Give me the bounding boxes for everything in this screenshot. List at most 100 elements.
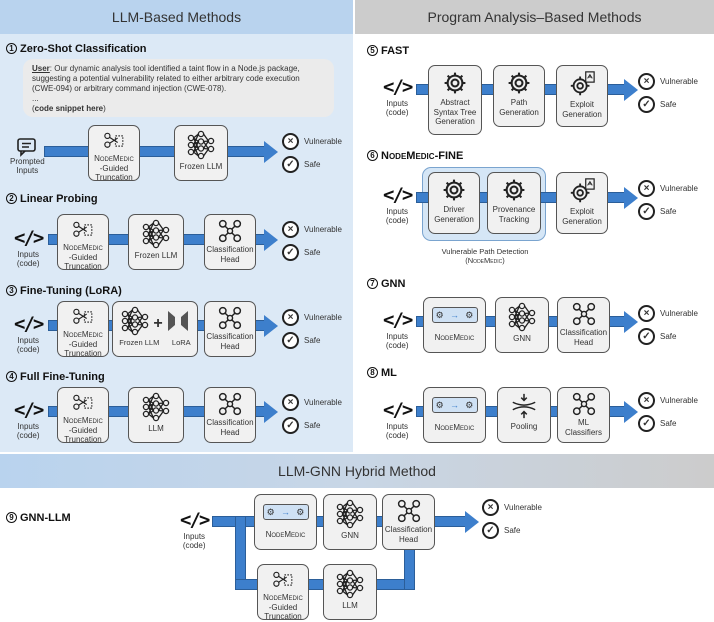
vulnerable-icon: ×: [638, 180, 655, 197]
safe-icon: ✓: [282, 244, 299, 261]
flow-arrowhead: [264, 229, 278, 251]
outputs-4: ×Vulnerable ✓Safe: [282, 394, 342, 434]
outputs-5: ×Vulnerable ✓Safe: [638, 73, 698, 113]
graph-head-icon: [397, 499, 421, 523]
flow-arrow: [44, 146, 266, 157]
code-inputs: </> Inputs(code): [14, 399, 44, 441]
safe-icon: ✓: [282, 332, 299, 349]
vulnerable-icon: ×: [282, 394, 299, 411]
safe-icon: ✓: [638, 203, 655, 220]
gear-icon: [441, 177, 467, 203]
code-inputs: </> Inputs(code): [383, 184, 413, 226]
neural-network-icon: [335, 499, 365, 529]
scissors-icon: [103, 130, 125, 152]
safe-icon: ✓: [282, 417, 299, 434]
nodemedic-flow-icon: ⚙→⚙: [262, 504, 309, 521]
gnn-box: GNN: [323, 494, 377, 550]
code-icon: </>: [14, 227, 44, 249]
outputs-7: ×Vulnerable ✓Safe: [638, 305, 698, 345]
outputs-6: ×Vulnerable ✓Safe: [638, 180, 698, 220]
neural-network-icon: [141, 219, 171, 249]
vulnerable-icon: ×: [282, 133, 299, 150]
code-inputs: </> Inputs(code): [14, 313, 44, 355]
vulnerable-icon: ×: [638, 73, 655, 90]
code-inputs: </> Inputs(code): [383, 399, 413, 441]
flow-arrowhead: [264, 141, 278, 163]
code-inputs: </> Inputs(code): [383, 76, 413, 118]
llm-panel-header: LLM-Based Methods: [0, 0, 353, 34]
code-icon: </>: [180, 509, 210, 531]
llm-box: LLM: [323, 564, 377, 620]
flow-arrowhead: [624, 187, 638, 209]
prompt-ellipsis: ...: [32, 94, 39, 103]
frozen-llm-box: Frozen LLM: [128, 214, 184, 270]
lora-icon: [167, 311, 188, 331]
flow-arrowhead: [624, 401, 638, 423]
flow-arrowhead: [624, 311, 638, 333]
outputs-9: ×Vulnerable ✓Safe: [482, 499, 542, 539]
safe-icon: ✓: [282, 156, 299, 173]
vulnerable-icon: ×: [638, 392, 655, 409]
graph-head-icon: [218, 306, 242, 330]
graph-head-icon: [572, 302, 596, 326]
frozen-llm-box: Frozen LLM: [174, 125, 228, 181]
prompt-snippet: code snippet here: [34, 104, 104, 113]
plus-sign: +: [153, 315, 163, 333]
outputs-1: ×Vulnerable ✓Safe: [282, 133, 342, 173]
llm-box: LLM: [128, 387, 184, 443]
flow-arrowhead: [264, 401, 278, 423]
code-inputs: </> Inputs(code): [180, 509, 210, 551]
gear-icon: [442, 70, 468, 96]
exploit-doc-gear-icon: [568, 70, 596, 98]
code-icon: </>: [14, 313, 44, 335]
code-inputs: </> Inputs(code): [383, 309, 413, 351]
vulnerable-icon: ×: [282, 309, 299, 326]
scissors-icon: [72, 392, 94, 414]
nodemedic-flow-icon: ⚙→⚙: [431, 397, 478, 414]
flow-arrowhead: [624, 79, 638, 101]
hybrid-panel-header: LLM-GNN Hybrid Method: [0, 454, 714, 488]
prompt-user-label: User: [32, 64, 50, 73]
graph-head-icon: [218, 392, 242, 416]
program-analysis-panel-header: Program Analysis–Based Methods: [355, 0, 714, 34]
outputs-8: ×Vulnerable ✓Safe: [638, 392, 698, 432]
nodemedic-box: ⚙→⚙ NodeMedic: [423, 297, 486, 353]
graph-head-icon: [218, 219, 242, 243]
code-inputs: </> Inputs(code): [14, 227, 44, 269]
flow-arrowhead: [264, 315, 278, 337]
gear-icon: [501, 177, 527, 203]
pooling-icon: [510, 392, 538, 420]
prompt-box: User: Our dynamic analysis tool identifi…: [23, 59, 334, 117]
vulnerable-icon: ×: [282, 221, 299, 238]
pooling-box: Pooling: [497, 387, 551, 443]
vulnerable-icon: ×: [638, 305, 655, 322]
nodemedic-flow-icon: ⚙→⚙: [431, 307, 478, 324]
scissors-icon: [72, 306, 94, 328]
outputs-2: ×Vulnerable ✓Safe: [282, 221, 342, 261]
code-icon: </>: [383, 184, 413, 206]
safe-icon: ✓: [638, 96, 655, 113]
neural-network-icon: [507, 302, 537, 332]
code-icon: </>: [383, 399, 413, 421]
